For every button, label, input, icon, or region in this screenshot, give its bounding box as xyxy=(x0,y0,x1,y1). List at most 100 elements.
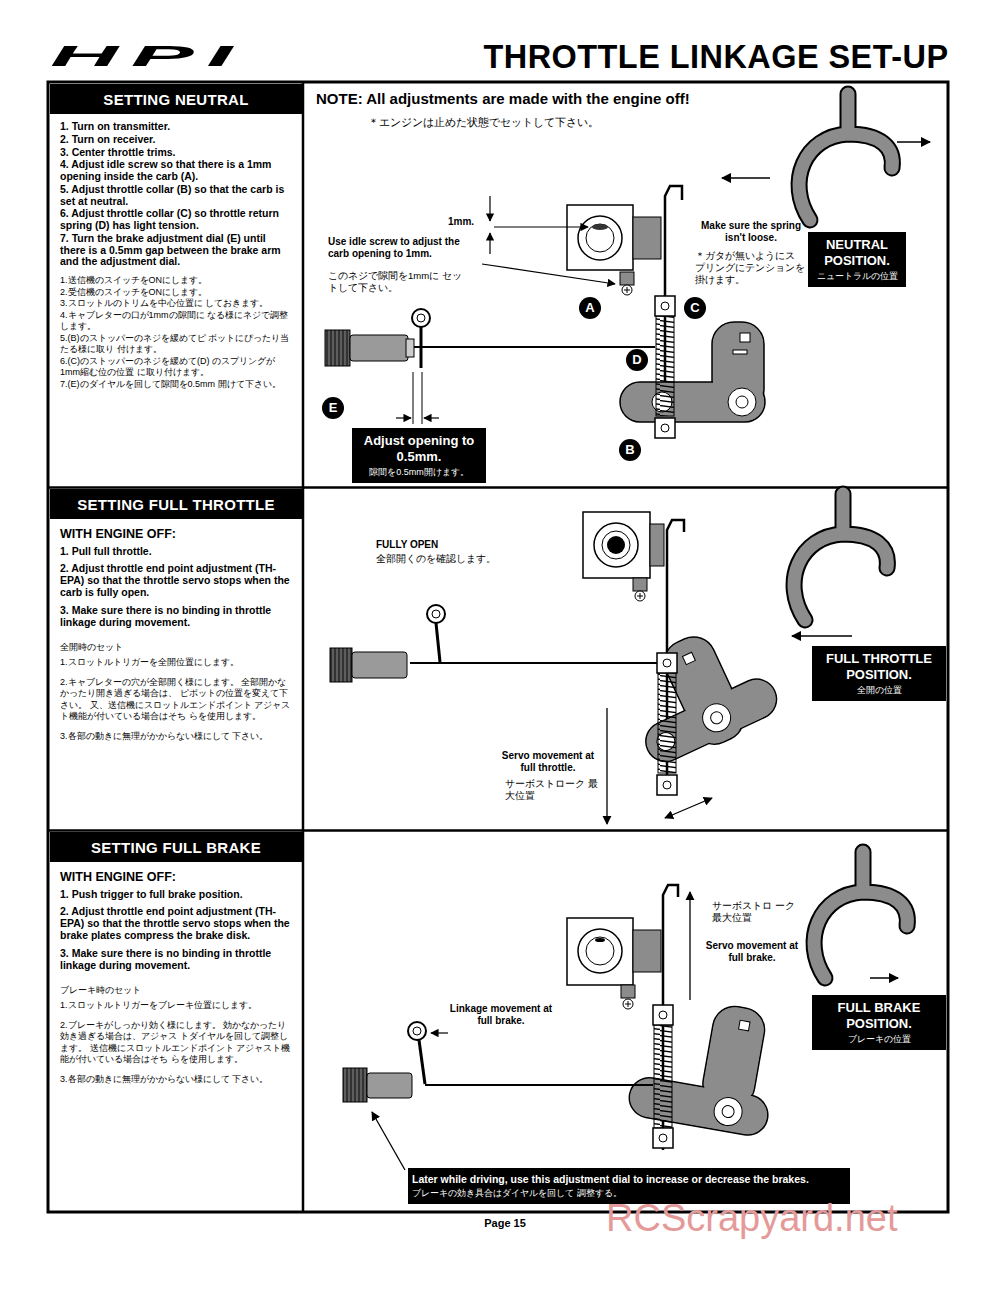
full-throttle-illustration xyxy=(657,775,677,795)
full-brake-illustration xyxy=(343,1068,367,1102)
page-frame xyxy=(48,82,948,1212)
full-brake-illustration xyxy=(625,1001,631,1007)
instruction-text: 1. Push trigger to full brake position. xyxy=(60,888,294,900)
instruction-text: 3. Make sure there is no binding in thro… xyxy=(60,604,294,628)
neutral-illustration xyxy=(420,327,423,368)
full-throttle-illustration xyxy=(612,614,785,773)
note-text: ＊エンジンは止めた状態でセットして下さい。 xyxy=(368,116,668,129)
full-throttle-illustration xyxy=(637,593,643,599)
neutral-illustration xyxy=(586,224,614,252)
part-state: FULLY OPEN xyxy=(376,539,496,551)
position-label: FULL THROTTLE POSITION.全開の位置 xyxy=(812,646,946,701)
full-throttle-illustration xyxy=(607,536,625,554)
movement-note: Servo movement at full brake. xyxy=(698,940,806,963)
neutral-illustration xyxy=(620,322,765,422)
circle-outline xyxy=(579,297,601,319)
full-brake-illustration xyxy=(408,1022,426,1040)
full-brake-illustration xyxy=(425,1084,653,1086)
full-throttle-illustration xyxy=(635,591,645,601)
neutral-illustration xyxy=(412,346,655,348)
callout-letter: D xyxy=(626,349,648,371)
movement-note: サーボストロ ーク最大位置 xyxy=(712,900,804,924)
neutral-illustration xyxy=(633,217,661,259)
full-brake-illustration xyxy=(712,1095,744,1127)
gap-label: Adjust opening to 0.5mm.隙間を0.5mm開けます。 xyxy=(352,428,486,483)
instruction-note: ＊ガタが無いようにス プリングにテンションを 掛けます。 xyxy=(695,250,805,286)
neutral-illustration xyxy=(736,396,748,408)
neutral-illustration xyxy=(592,224,608,230)
watermark: RCScrapyard.net xyxy=(606,1196,897,1240)
neutral-illustration xyxy=(621,383,764,421)
full-brake-illustration xyxy=(633,930,661,972)
box-text: ニュートラルの位置 xyxy=(812,271,902,282)
instruction-text: 2.キャブレターの穴が全部開く様にします。 全部開かなかったり開き過ぎる場合は、… xyxy=(60,677,294,723)
movement-note: Linkage movement at full brake. xyxy=(445,1003,557,1026)
instruction-text: 2.受信機のスイッチをONにします。 xyxy=(60,287,294,299)
instruction-text: 5.(B)のストッパーのネジを緩めてピ ボットにぴったり当たる様に取り 付けます… xyxy=(60,333,294,356)
full-brake-illustration xyxy=(689,892,690,1000)
neutral-illustration xyxy=(656,316,674,416)
full-throttle-illustration xyxy=(709,710,725,726)
instruction-text: 2. Turn on receiver. xyxy=(60,134,294,146)
instruction-text: 7. Turn the brake adjustment dial (E) un… xyxy=(60,233,294,268)
instruction-panel: WITH ENGINE OFF:1. Push trigger to full … xyxy=(50,832,302,1210)
full-throttle-illustration xyxy=(330,494,887,824)
neutral-illustration xyxy=(722,177,770,179)
full-brake-illustration xyxy=(621,985,635,998)
full-brake-illustration xyxy=(627,992,784,1137)
instruction-text: ブレーキ時のセット xyxy=(60,985,294,997)
neutral-illustration xyxy=(482,264,615,284)
box-text: 隙間を0.5mm開けます。 xyxy=(356,467,482,478)
full-throttle-illustration xyxy=(792,635,852,637)
neutral-illustration xyxy=(661,424,669,432)
instruction-note: Make sure the spring isn't loose. xyxy=(695,220,807,243)
part-state: 全部開くのを確認します。 xyxy=(376,553,526,565)
neutral-illustration xyxy=(578,216,622,260)
full-brake-illustration xyxy=(653,1005,673,1025)
instruction-text: 1. Pull full throttle. xyxy=(60,545,294,557)
full-brake-illustration xyxy=(653,1128,673,1148)
full-throttle-illustration xyxy=(613,615,784,771)
full-throttle-illustration xyxy=(657,653,677,673)
section-header: SETTING FULL BRAKE xyxy=(50,832,302,862)
callout-circle: E xyxy=(322,397,344,419)
full-brake-illustration xyxy=(626,991,786,1138)
section-header: SETTING NEUTRAL xyxy=(50,84,302,114)
callout-letter: E xyxy=(322,397,344,419)
neutral-illustration xyxy=(417,314,425,322)
neutral-illustration xyxy=(413,372,414,424)
circle-outline xyxy=(626,349,648,371)
section-header: SETTING FULL THROTTLE xyxy=(50,489,302,519)
full-brake-illustration xyxy=(659,1134,667,1142)
circle-outline xyxy=(619,439,641,461)
instruction-panel: 1. Turn on transmitter.2. Turn on receiv… xyxy=(50,84,302,486)
full-brake-illustration xyxy=(367,1073,412,1098)
callout-circle: C xyxy=(684,297,706,319)
callout-circle: D xyxy=(626,349,648,371)
instruction-text: 4. Adjust idle screw so that there is a … xyxy=(60,159,294,183)
position-label: NEUTRAL POSITION.ニュートラルの位置 xyxy=(808,232,906,287)
movement-note: Servo movement at full throttle. xyxy=(497,750,599,773)
full-throttle-illustration xyxy=(650,524,664,566)
neutral-illustration xyxy=(733,350,747,354)
instruction-text: 6. Adjust throttle collar (C) so throttl… xyxy=(60,208,294,232)
instruction-text: 4.キャブレターの口が1mmの隙間に なる様にネジで調整します。 xyxy=(60,310,294,333)
full-throttle-illustration xyxy=(410,662,657,664)
full-brake-illustration xyxy=(654,1025,672,1128)
neutral-illustration xyxy=(406,339,414,357)
full-brake-illustration xyxy=(431,1032,448,1033)
instruction-text: 1.スロットルトリガーをブレーキ位置にします。 xyxy=(60,1000,294,1012)
full-brake-illustration xyxy=(372,1112,405,1170)
instruction-text: 2.ブレーキがしっかり効く様にします。 効かなかったり効き過ぎる場合は、アジャス… xyxy=(60,1020,294,1066)
neutral-illustration xyxy=(620,382,765,422)
circle-outline xyxy=(322,397,344,419)
full-throttle-illustration xyxy=(432,610,440,618)
instruction-text: 7.(E)のダイヤルを回して隙間を0.5mm 開けて下さい。 xyxy=(60,379,294,391)
full-throttle-illustration xyxy=(794,494,887,620)
circle-outline xyxy=(684,297,706,319)
full-brake-illustration xyxy=(721,1105,735,1119)
full-brake-illustration xyxy=(586,937,614,965)
callout-circle: A xyxy=(579,297,601,319)
neutral-illustration xyxy=(728,388,756,416)
page-title: THROTTLE LINKAGE SET-UP xyxy=(483,36,948,76)
